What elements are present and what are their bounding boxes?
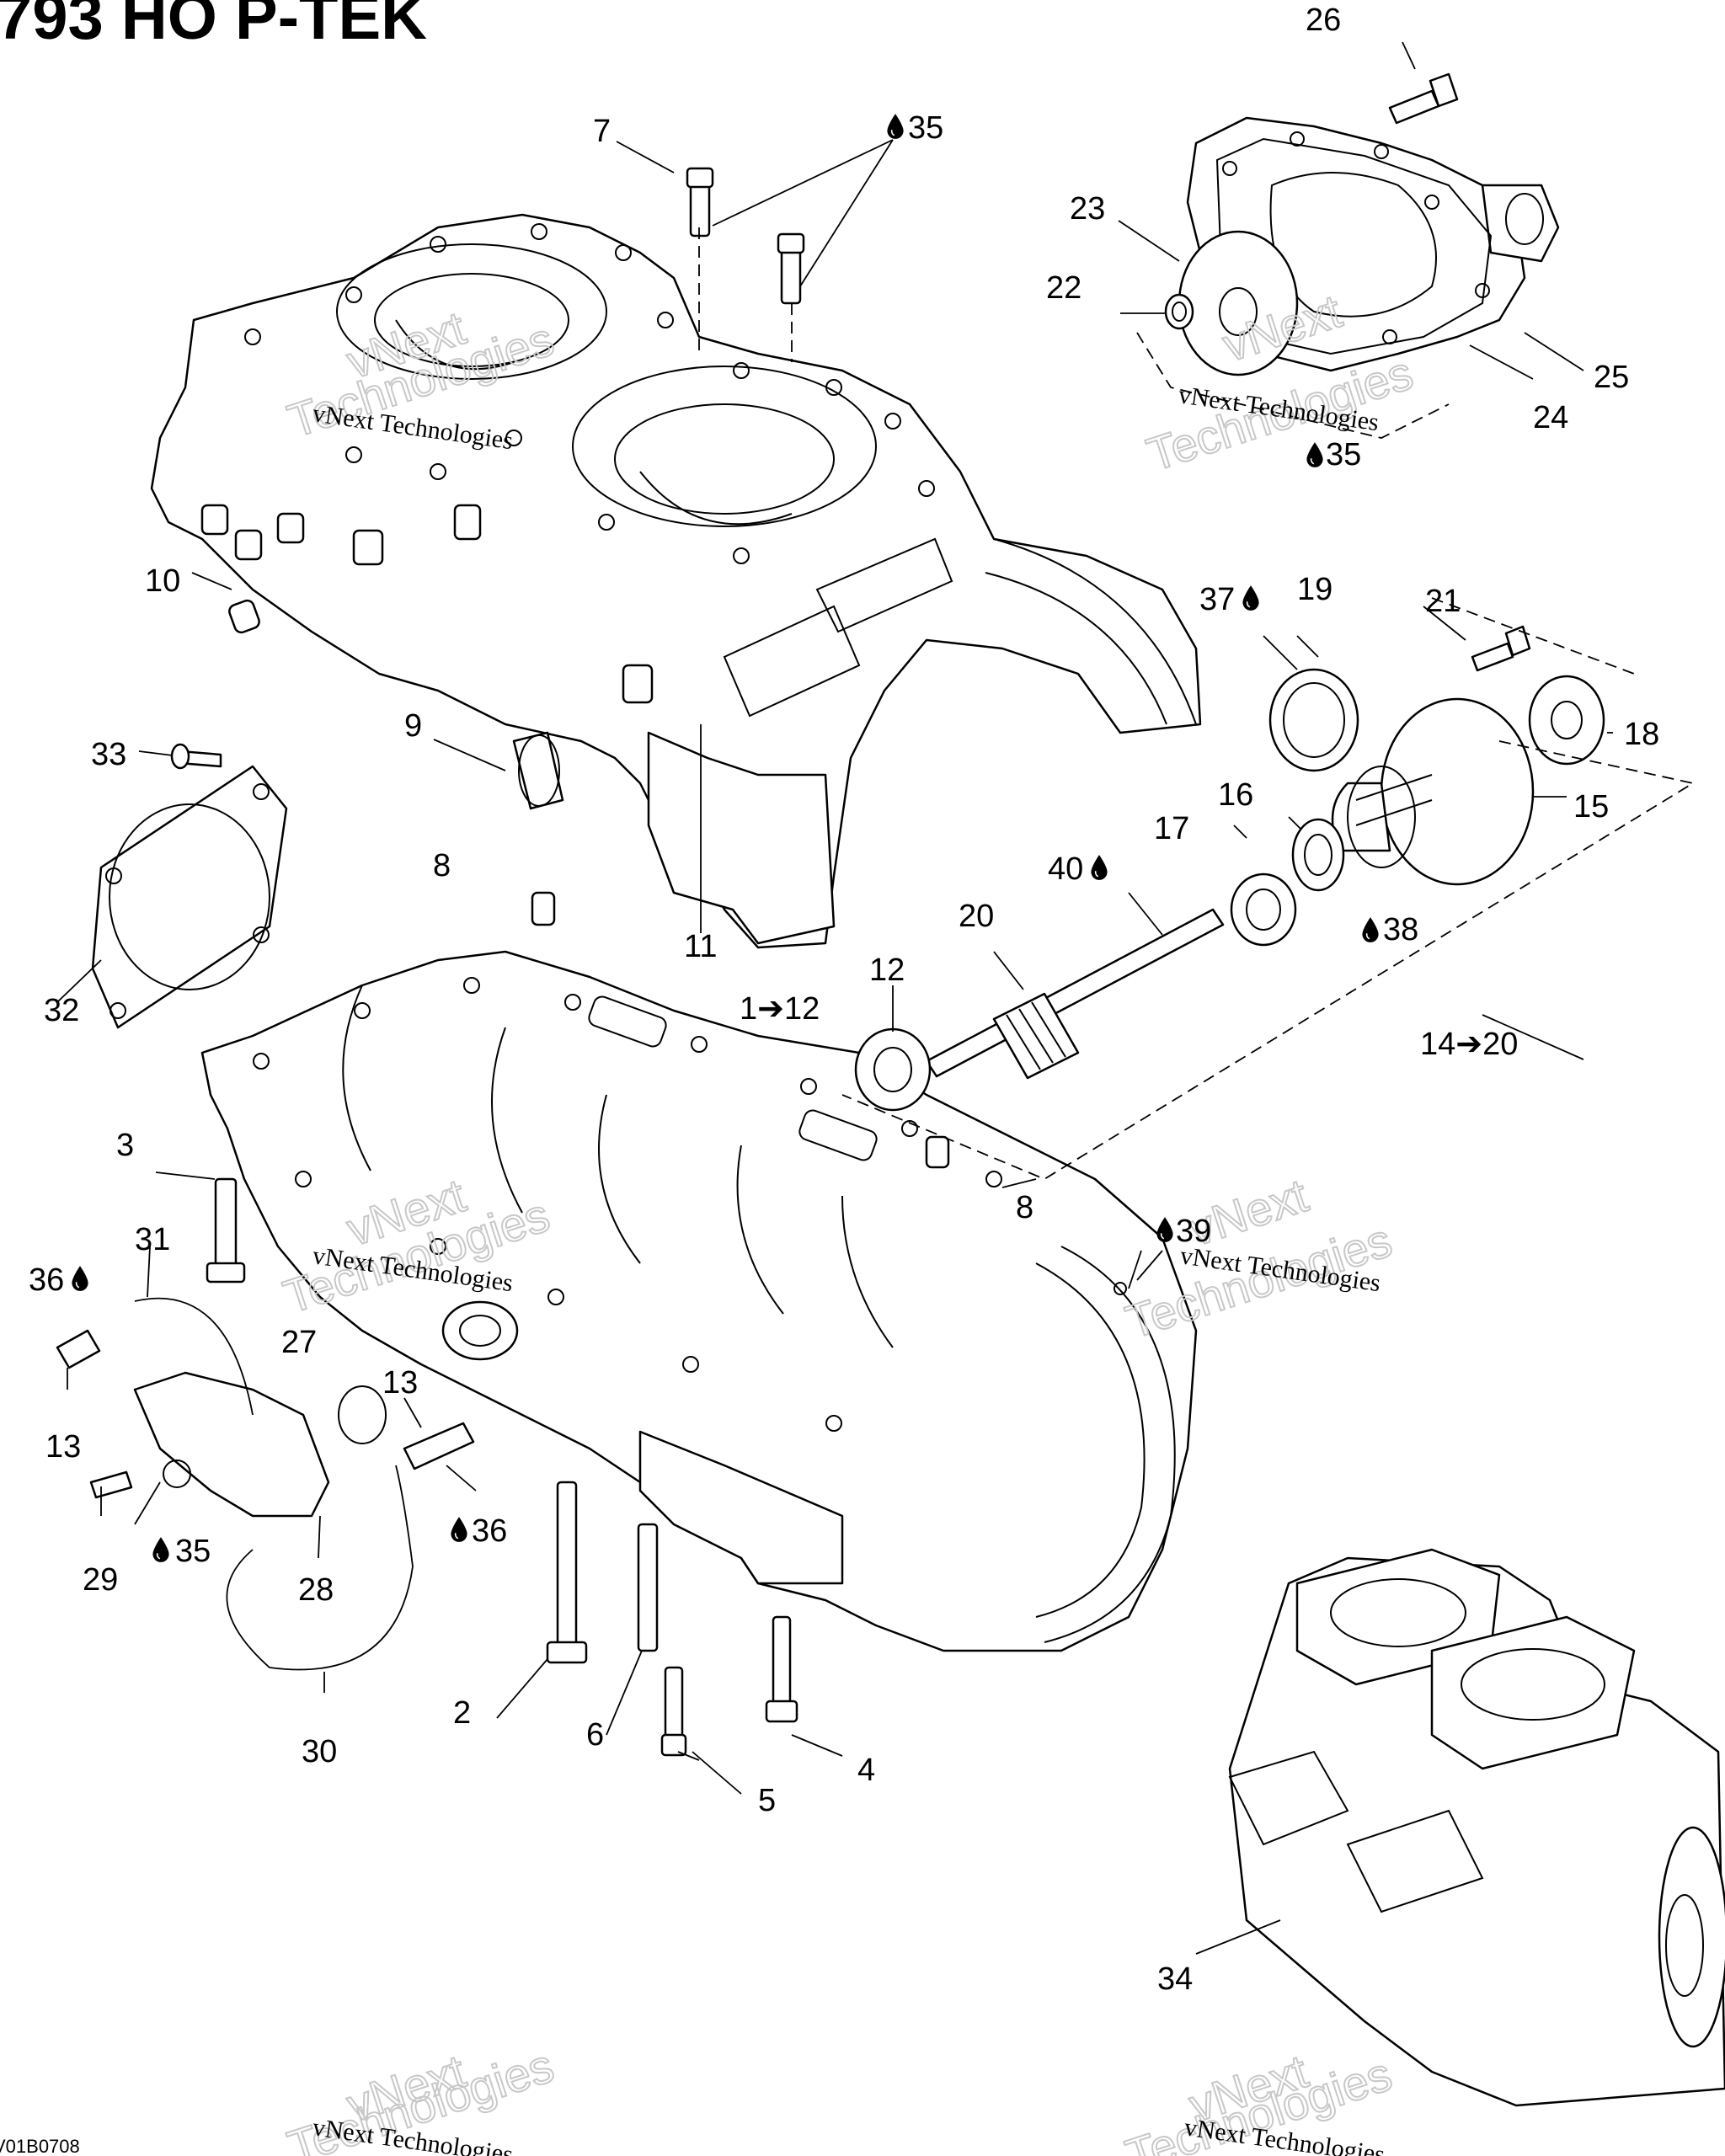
callout-27: 27 <box>281 1325 317 1360</box>
left-side-parts <box>91 599 564 1029</box>
studs-and-bolts <box>206 167 805 1757</box>
callout-lub-35-top: 35 <box>908 110 943 146</box>
callout-23: 23 <box>1070 191 1105 227</box>
callout-30: 30 <box>302 1734 337 1769</box>
callout-33: 33 <box>91 737 126 772</box>
drop-icon <box>71 1265 89 1292</box>
callout-15: 15 <box>1573 789 1609 825</box>
callout-13-mid: 13 <box>382 1365 418 1401</box>
callout-8-upper: 8 <box>433 848 451 883</box>
callout-6: 6 <box>586 1717 604 1753</box>
callout-lub-38: 38 <box>1383 912 1418 947</box>
drop-icon <box>1361 916 1380 943</box>
drop-icon <box>1306 441 1324 468</box>
callout-22: 22 <box>1046 270 1081 306</box>
callout-labels: 7 35 26 23 22 25 24 35 10 37 19 21 18 9 … <box>0 3 1659 2156</box>
engine-assembly-thumbnail <box>1228 1548 1725 2107</box>
drop-icon <box>152 1536 170 1563</box>
callout-lub-35-right: 35 <box>1326 437 1361 472</box>
drop-icon <box>1090 854 1108 881</box>
callout-10: 10 <box>145 563 180 599</box>
callout-3: 3 <box>116 1128 134 1163</box>
callout-34: 34 <box>1157 1961 1193 1997</box>
callout-31: 31 <box>135 1222 170 1257</box>
drop-icon <box>886 113 905 140</box>
group-frames <box>698 227 1696 1181</box>
callout-lub-37: 37 <box>1199 582 1235 617</box>
callout-21: 21 <box>1425 584 1461 619</box>
callout-7: 7 <box>593 114 611 149</box>
callout-28: 28 <box>298 1572 334 1608</box>
seal-and-bearing-group <box>854 625 1605 1169</box>
callout-lub-36-left: 36 <box>29 1262 64 1298</box>
upper-crankcase <box>150 213 1202 949</box>
callout-11: 11 <box>684 929 717 964</box>
callout-26: 26 <box>1306 3 1341 38</box>
callout-1-12: 1➔12 <box>740 991 820 1027</box>
drawing-code: V01B0708 <box>0 2136 80 2156</box>
drop-icon <box>1156 1216 1174 1243</box>
callout-14-20: 14➔20 <box>1420 1027 1518 1062</box>
lower-crankcase <box>200 950 1198 1652</box>
leader-lines <box>56 41 1613 1955</box>
callout-24: 24 <box>1533 400 1568 435</box>
drop-icon <box>1242 584 1260 611</box>
callout-lub-36-mid: 36 <box>472 1513 507 1549</box>
callout-2: 2 <box>453 1695 471 1731</box>
callout-29: 29 <box>83 1562 118 1598</box>
callout-lub-39: 39 <box>1176 1214 1211 1249</box>
callout-32: 32 <box>44 993 79 1028</box>
drop-icon <box>450 1516 468 1543</box>
water-pump-housing <box>1164 72 1560 376</box>
callout-12: 12 <box>869 953 905 988</box>
callout-lub-40: 40 <box>1048 851 1083 887</box>
callout-17: 17 <box>1154 811 1189 846</box>
callout-18: 18 <box>1624 717 1659 752</box>
callout-20: 20 <box>959 899 994 934</box>
callout-25: 25 <box>1594 360 1629 395</box>
page-title: 793 HO P-TEK <box>0 0 427 53</box>
callout-9: 9 <box>404 708 422 744</box>
callout-8-lower: 8 <box>1016 1190 1033 1225</box>
callout-4: 4 <box>857 1753 875 1788</box>
callout-13-left: 13 <box>45 1429 81 1465</box>
callout-19: 19 <box>1297 572 1332 607</box>
callout-16: 16 <box>1218 777 1253 813</box>
callout-lub-35-left: 35 <box>175 1534 211 1569</box>
callout-5: 5 <box>758 1783 776 1818</box>
